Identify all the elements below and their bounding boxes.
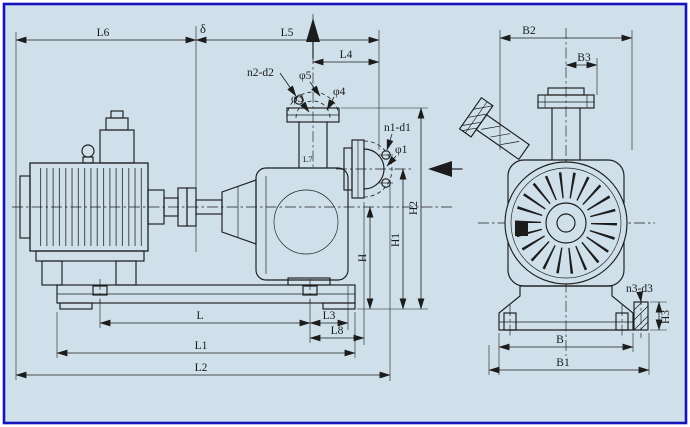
dim-label-L5: L5 [281,27,294,39]
callout-phi5: φ5 [299,70,321,97]
callout-label-phi4: φ4 [333,86,346,98]
dim-B2: B2 [499,25,633,42]
left-view: L6 δ L5 L4 n2-d2 φ5 φ3 φ4 n1-d1 [12,14,463,381]
dim-label-H: H [357,254,369,262]
flow-up-arrow [306,18,320,59]
dim-label-H1: H1 [390,233,402,247]
dim-L6: L6 [15,27,197,44]
dim-L4: L4 [312,49,380,66]
dim-L3: L3 [309,310,349,327]
dim-label-L3: L3 [323,310,336,322]
callout-n3-d3: n3-d3 [626,283,653,303]
right-view: B2 B3 B B1 H3 n3-d3 [458,25,672,375]
flow-left-arrow [428,161,463,177]
callout-label-n1-d1: n1-d1 [384,122,411,134]
dim-label-L1: L1 [195,340,208,352]
dim-B: B [498,334,634,351]
delta-label: δ [200,22,206,36]
dim-B1: B1 [488,357,650,374]
suction-flange [351,139,393,199]
callout-label-phi1: φ1 [395,144,408,156]
dim-label-B1: B1 [556,357,570,369]
dim-L5: L5 [195,27,380,44]
discharge-flange [286,91,340,169]
dim-B3: B3 [565,52,598,69]
dim-label-L8: L8 [331,325,344,337]
dim-H: H [357,206,374,310]
dim-L8: L8 [309,325,365,342]
callout-label-L7: L7 [303,154,312,164]
dim-label-L4: L4 [340,49,353,61]
extension-lines-left [15,26,428,381]
dim-H2: H2 [408,107,425,310]
callout-phi1: φ1 [386,144,408,167]
dim-H3: H3 [655,301,672,331]
dim-label-L: L [196,310,203,322]
dim-label-B2: B2 [522,25,536,37]
dim-label-H2: H2 [408,201,420,215]
callout-n2-d2: n2-d2 [247,67,297,97]
dim-L: L [99,310,311,327]
callout-phi4: φ4 [326,86,346,111]
pump-casing [255,147,353,286]
dim-label-B3: B3 [577,52,591,64]
callout-phi3: φ3 [291,93,310,113]
callout-label-phi3: φ3 [291,93,304,105]
discharge-bolt-hole [294,95,304,105]
dim-label-L6: L6 [97,27,110,39]
callout-label-n2-d2: n2-d2 [247,67,274,79]
casing-circle [504,161,628,285]
dim-label-L2: L2 [195,362,208,374]
callout-label-phi5: φ5 [299,70,312,82]
top-discharge-flange [537,87,595,161]
dim-label-B: B [556,334,564,346]
baseplate [56,284,356,310]
extension-lines-right [488,30,667,375]
callout-label-n3-d3: n3-d3 [626,283,653,295]
callout-n1-d1: n1-d1 [384,122,411,151]
dim-label-H3: H3 [660,310,672,324]
dim-H1: H1 [390,168,407,310]
dim-L2: L2 [15,362,391,379]
dim-L1: L1 [56,340,356,357]
